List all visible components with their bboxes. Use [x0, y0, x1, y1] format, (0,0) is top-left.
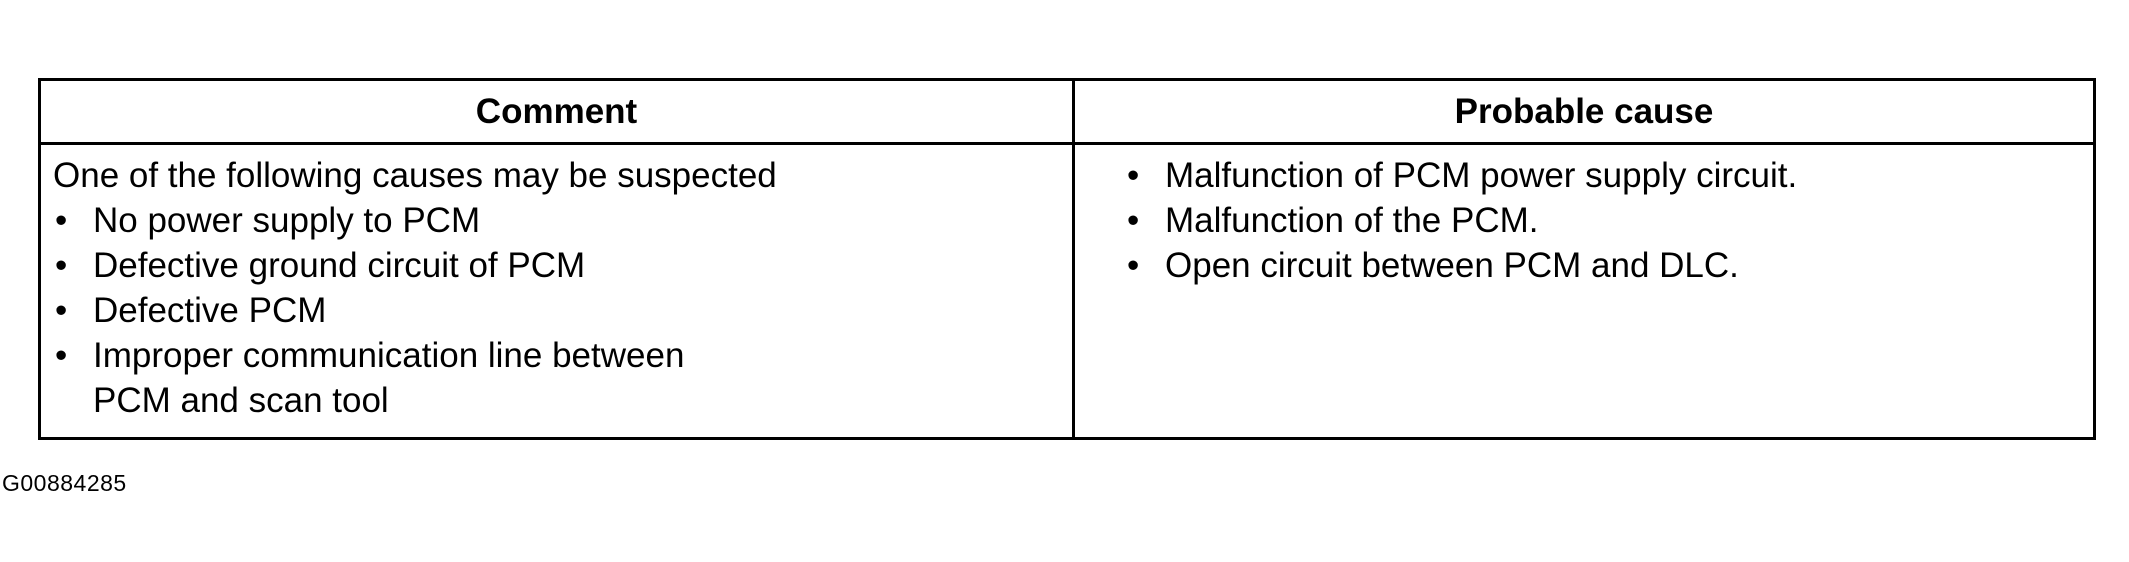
comment-cell: One of the following causes may be suspe…: [41, 145, 1075, 437]
probable-cause-cell: • Malfunction of PCM power supply circui…: [1075, 145, 2093, 437]
list-item-text: No power supply to PCM: [93, 201, 481, 240]
comment-list: • No power supply to PCM • Defective gro…: [53, 198, 1072, 423]
figure-id: G00884285: [2, 470, 127, 496]
list-item-text: Open circuit between PCM and DLC.: [1165, 246, 1739, 285]
comment-intro: One of the following causes may be suspe…: [53, 156, 777, 195]
list-item: • No power supply to PCM: [53, 198, 1072, 243]
list-item-text: Malfunction of PCM power supply circuit.: [1165, 156, 1798, 195]
bullet-icon: •: [1127, 201, 1140, 240]
bullet-icon: •: [55, 246, 68, 285]
probable-cause-list: • Malfunction of PCM power supply circui…: [1125, 153, 2093, 288]
list-item-continuation: PCM and scan tool: [93, 381, 389, 420]
bullet-icon: •: [55, 291, 68, 330]
list-item: • Improper communication line between PC…: [53, 333, 1072, 423]
bullet-icon: •: [1127, 156, 1140, 195]
list-item: • Malfunction of PCM power supply circui…: [1125, 153, 2093, 198]
header-comment: Comment: [41, 81, 1075, 142]
list-item-text: Malfunction of the PCM.: [1165, 201, 1539, 240]
bullet-icon: •: [55, 201, 68, 240]
bullet-icon: •: [55, 336, 68, 375]
list-item-text: Defective PCM: [93, 291, 327, 330]
list-item: • Open circuit between PCM and DLC.: [1125, 243, 2093, 288]
list-item-text: Improper communication line between: [93, 336, 685, 375]
table-body-row: One of the following causes may be suspe…: [41, 145, 2093, 437]
list-item: • Defective ground circuit of PCM: [53, 243, 1072, 288]
list-item-text: Defective ground circuit of PCM: [93, 246, 586, 285]
diagnosis-table: Comment Probable cause One of the follow…: [38, 78, 2096, 440]
list-item: • Malfunction of the PCM.: [1125, 198, 2093, 243]
header-probable-cause: Probable cause: [1454, 91, 1714, 131]
bullet-icon: •: [1127, 246, 1140, 285]
list-item: • Defective PCM: [53, 288, 1072, 333]
table-header-row: Comment Probable cause: [41, 81, 2093, 145]
